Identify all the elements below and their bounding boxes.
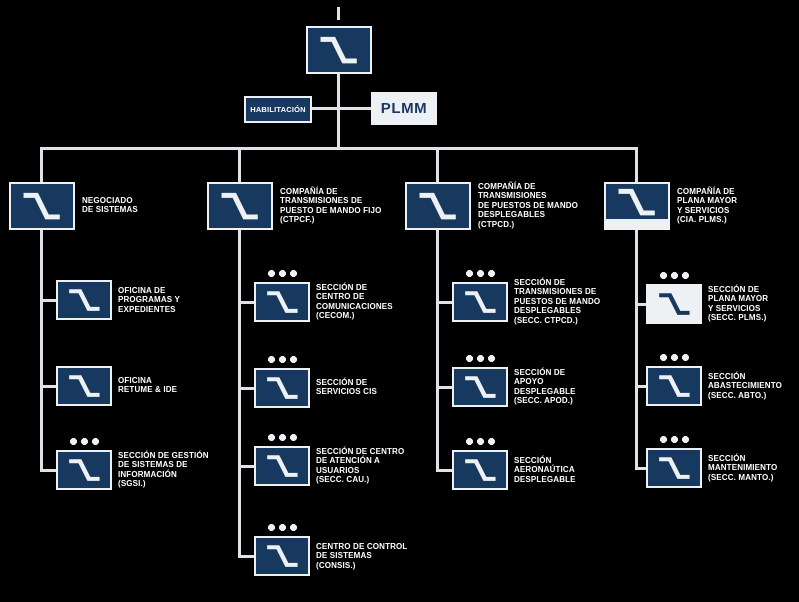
plmm-label: PLMM	[380, 100, 428, 117]
col4-child2-label: SECCIÓN ABASTECIMIENTO (SECC. ABTO.)	[708, 372, 782, 400]
col4-head-label: COMPAÑÍA DE PLANA MAYOR Y SERVICIOS (CIA…	[677, 187, 738, 225]
connector-line	[312, 107, 338, 110]
signals-flash-icon	[266, 291, 298, 313]
section-size-dots	[466, 355, 495, 362]
signals-flash-icon	[221, 192, 259, 220]
col1-child2-label: OFICINA RETUME & IDE	[118, 376, 178, 395]
connector-line	[635, 230, 638, 470]
col4-child3-symbol-box	[646, 448, 702, 488]
connector-line	[40, 147, 638, 150]
col1-child2-symbol-box	[56, 366, 112, 406]
signals-flash-icon	[266, 455, 298, 477]
signals-flash-icon	[464, 459, 496, 481]
signals-flash-icon	[658, 457, 690, 479]
section-size-dots	[268, 434, 297, 441]
connector-line	[436, 230, 439, 472]
col3-head-symbol-box	[405, 182, 471, 230]
connector-line	[238, 230, 241, 558]
section-size-dots	[660, 272, 689, 279]
col3-child2-label: SECCIÓN DE APOYO DESPLEGABLE (SECC. APOD…	[514, 368, 576, 406]
habilitacion-label: HABILITACIÓN	[250, 105, 306, 114]
connector-line	[340, 107, 371, 110]
col2-child2-symbol-box	[254, 368, 310, 408]
connector-line	[436, 150, 439, 182]
connector-line	[635, 303, 646, 306]
signals-flash-icon	[419, 192, 457, 220]
connector-line	[40, 150, 43, 182]
signals-flash-icon	[266, 545, 298, 567]
connector-line	[238, 387, 254, 390]
col1-head-symbol-box	[9, 182, 75, 230]
connector-line	[337, 7, 340, 20]
signals-flash-icon	[320, 36, 358, 64]
habilitacion-box: HABILITACIÓN	[244, 96, 312, 123]
col2-child4-label: CENTRO DE CONTROL DE SISTEMAS (CONSIS.)	[316, 542, 408, 570]
col2-child2-label: SECCIÓN DE SERVICIOS CIS	[316, 378, 377, 397]
connector-line	[436, 469, 452, 472]
signals-flash-icon	[464, 376, 496, 398]
col4-child3-label: SECCIÓN MANTENIMIENTO (SECC. MANTO.)	[708, 454, 778, 482]
connector-line	[238, 555, 254, 558]
section-size-dots	[660, 436, 689, 443]
col2-child3-label: SECCIÓN DE CENTRO DE ATENCIÓN A USUARIOS…	[316, 447, 405, 485]
signals-flash-icon	[464, 291, 496, 313]
signals-flash-icon	[68, 375, 100, 397]
signals-flash-icon	[68, 289, 100, 311]
signals-flash-icon	[23, 192, 61, 220]
section-size-dots	[70, 438, 99, 445]
connector-line	[436, 301, 452, 304]
connector-line	[635, 150, 638, 182]
col3-child3-symbol-box	[452, 450, 508, 490]
connector-line	[40, 299, 56, 302]
section-size-dots	[466, 270, 495, 277]
connector-line	[635, 467, 646, 470]
col2-child3-symbol-box	[254, 446, 310, 486]
signals-flash-icon	[658, 375, 690, 397]
col4-child1-symbol-box	[646, 284, 702, 324]
connector-line	[635, 385, 646, 388]
col2-child4-symbol-box	[254, 536, 310, 576]
col1-child1-symbol-box	[56, 280, 112, 320]
connector-line	[238, 301, 254, 304]
col2-head-label: COMPAÑÍA DE TRANSMISIONES DE PUESTO DE M…	[280, 187, 382, 225]
signals-flash-icon	[658, 293, 690, 315]
col4-head-symbol-box	[604, 182, 670, 230]
section-size-dots	[268, 524, 297, 531]
root-unit-symbol-box	[306, 26, 372, 74]
white-band	[606, 219, 668, 228]
signals-flash-icon	[266, 377, 298, 399]
col2-child1-symbol-box	[254, 282, 310, 322]
section-size-dots	[268, 270, 297, 277]
connector-line	[238, 150, 241, 182]
col3-child3-label: SECCIÓN AERONAÚTICA DESPLEGABLE	[514, 456, 576, 484]
connector-line	[238, 465, 254, 468]
col1-child3-label: SECCIÓN DE GESTIÓN DE SISTEMAS DE INFORM…	[118, 451, 209, 489]
col1-child3-symbol-box	[56, 450, 112, 490]
col3-child2-symbol-box	[452, 367, 508, 407]
connector-line	[40, 385, 56, 388]
section-size-dots	[660, 354, 689, 361]
col1-child1-label: OFICINA DE PROGRAMAS Y EXPEDIENTES	[118, 286, 180, 314]
connector-line	[40, 230, 43, 472]
section-size-dots	[268, 356, 297, 363]
plmm-box: PLMM	[371, 92, 437, 125]
col2-child1-label: SECCIÓN DE CENTRO DE COMUNICACIONES (CEC…	[316, 283, 393, 321]
col1-head-label: NEGOCIADO DE SISTEMAS	[82, 196, 138, 215]
col3-child1-label: SECCIÓN DE TRANSMISIONES DE PUESTOS DE M…	[514, 278, 601, 325]
signals-flash-icon	[618, 188, 656, 216]
col2-head-symbol-box	[207, 182, 273, 230]
col3-head-label: COMPAÑÍA DE TRANSMISIONES DE PUESTOS DE …	[478, 182, 579, 229]
col4-child1-label: SECCIÓN DE PLANA MAYOR Y SERVICIOS (SECC…	[708, 285, 769, 323]
connector-line	[436, 386, 452, 389]
col4-child2-symbol-box	[646, 366, 702, 406]
connector-line	[337, 74, 340, 148]
section-size-dots	[466, 438, 495, 445]
connector-line	[40, 469, 56, 472]
col3-child1-symbol-box	[452, 282, 508, 322]
signals-flash-icon	[68, 459, 100, 481]
